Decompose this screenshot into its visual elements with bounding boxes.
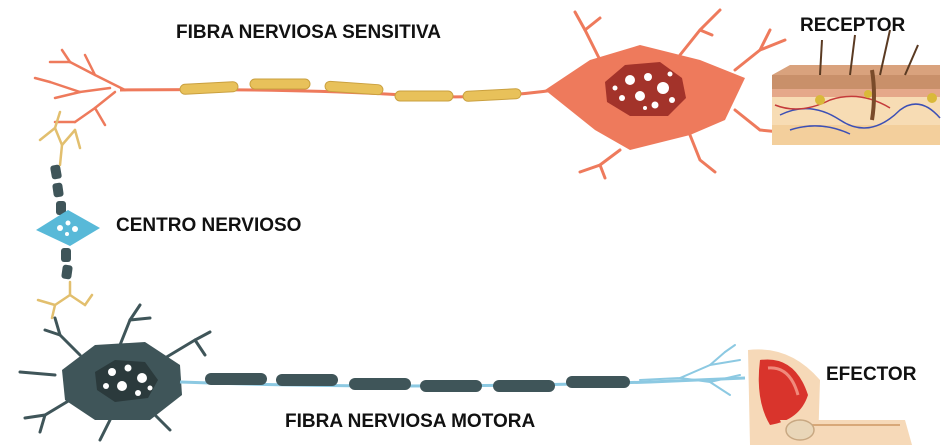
motor-axon-terminals xyxy=(640,345,740,395)
nerve-center-myelin-top xyxy=(50,164,66,215)
receptor-skin-icon xyxy=(772,30,940,145)
nerve-center-myelin-bottom xyxy=(61,248,73,280)
nerve-center-cell-body xyxy=(36,210,100,246)
nerve-center-neuron xyxy=(36,112,100,318)
sensory-fiber-label: FIBRA NERVIOSA SENSITIVA xyxy=(176,22,441,44)
sensory-myelin-sheath xyxy=(180,79,521,102)
nerve-center-label: CENTRO NERVIOSO xyxy=(116,215,301,237)
motor-myelin-sheath xyxy=(205,373,630,392)
receptor-label: RECEPTOR xyxy=(800,15,905,37)
nerve-center-dendrites-bottom xyxy=(38,282,92,318)
nerve-center-dendrites-top xyxy=(40,112,80,165)
effector-label: EFECTOR xyxy=(826,364,916,386)
sensory-dendrites-left xyxy=(35,50,125,125)
motor-fiber-label: FIBRA NERVIOSA MOTORA xyxy=(285,411,535,433)
